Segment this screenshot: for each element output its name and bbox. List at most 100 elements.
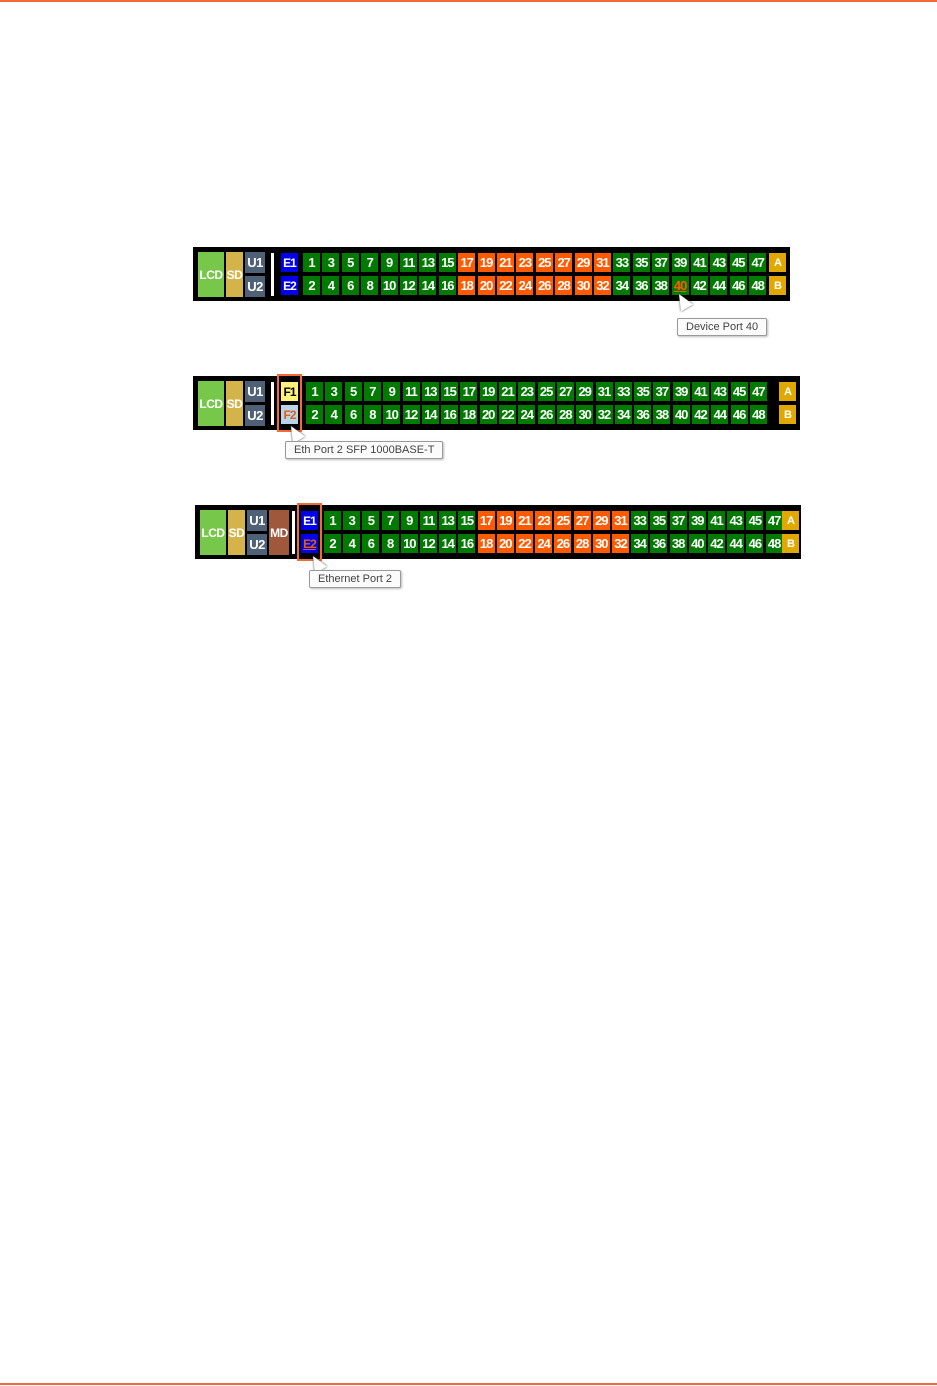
usb-port-u2[interactable]: U2	[245, 405, 265, 426]
device-port-39[interactable]: 39	[688, 511, 706, 530]
modem-indicator[interactable]: MD	[269, 510, 289, 555]
device-port-43[interactable]: 43	[710, 253, 728, 272]
device-port-37[interactable]: 37	[652, 253, 670, 272]
device-port-7[interactable]: 7	[363, 382, 381, 401]
eth-port-top[interactable]: E1	[281, 253, 298, 272]
device-port-35[interactable]: 35	[632, 253, 650, 272]
device-port-48[interactable]: 48	[749, 405, 767, 424]
device-port-4[interactable]: 4	[325, 405, 343, 424]
device-port-10[interactable]: 10	[380, 276, 398, 295]
device-port-31[interactable]: 31	[594, 253, 611, 272]
device-port-14[interactable]: 14	[421, 405, 439, 424]
lcd-indicator[interactable]: LCD	[198, 252, 224, 297]
device-port-33[interactable]: 33	[613, 253, 631, 272]
device-port-29[interactable]: 29	[574, 253, 592, 272]
usb-port-u2[interactable]: U2	[245, 276, 265, 297]
device-port-16[interactable]: 16	[438, 276, 456, 295]
device-port-30[interactable]: 30	[574, 276, 592, 295]
device-port-29[interactable]: 29	[592, 511, 610, 530]
device-port-17[interactable]: 17	[458, 253, 476, 272]
device-port-3[interactable]: 3	[325, 382, 343, 401]
power-supply-b[interactable]: B	[769, 276, 786, 295]
device-port-20[interactable]: 20	[477, 276, 495, 295]
device-port-15[interactable]: 15	[438, 253, 456, 272]
device-port-47[interactable]: 47	[749, 382, 767, 401]
device-port-46[interactable]: 46	[730, 405, 748, 424]
eth-port-top[interactable]: E1	[301, 511, 318, 530]
device-port-6[interactable]: 6	[341, 276, 359, 295]
device-port-2[interactable]: 2	[306, 405, 323, 424]
sd-card-indicator[interactable]: SD	[226, 252, 243, 297]
device-port-45[interactable]: 45	[729, 253, 747, 272]
power-supply-a[interactable]: A	[782, 511, 799, 530]
device-port-38[interactable]: 38	[652, 276, 670, 295]
device-port-31[interactable]: 31	[595, 382, 613, 401]
device-port-7[interactable]: 7	[381, 511, 399, 530]
device-port-23[interactable]: 23	[535, 511, 553, 530]
device-port-21[interactable]: 21	[497, 253, 514, 272]
device-port-33[interactable]: 33	[614, 382, 632, 401]
device-port-42[interactable]: 42	[708, 534, 725, 553]
device-port-38[interactable]: 38	[653, 405, 671, 424]
device-port-20[interactable]: 20	[479, 405, 497, 424]
device-port-26[interactable]: 26	[537, 405, 555, 424]
device-port-43[interactable]: 43	[711, 382, 729, 401]
device-port-34[interactable]: 34	[614, 405, 632, 424]
device-port-17[interactable]: 17	[460, 382, 478, 401]
device-port-11[interactable]: 11	[420, 511, 437, 530]
device-port-7[interactable]: 7	[361, 253, 379, 272]
eth-port-bottom[interactable]: E2	[301, 534, 318, 553]
device-port-27[interactable]: 27	[573, 511, 591, 530]
device-port-19[interactable]: 19	[496, 511, 514, 530]
lcd-indicator[interactable]: LCD	[198, 381, 224, 426]
device-port-5[interactable]: 5	[362, 511, 380, 530]
device-port-4[interactable]: 4	[322, 276, 340, 295]
eth-port-bottom[interactable]: F2	[281, 405, 298, 424]
device-port-19[interactable]: 19	[479, 382, 497, 401]
device-port-32[interactable]: 32	[612, 534, 629, 553]
device-port-1[interactable]: 1	[324, 511, 341, 530]
device-port-40[interactable]: 40	[671, 276, 689, 295]
device-port-15[interactable]: 15	[458, 511, 476, 530]
power-supply-a[interactable]: A	[779, 382, 796, 401]
device-port-9[interactable]: 9	[380, 253, 398, 272]
device-port-42[interactable]: 42	[692, 405, 709, 424]
device-port-10[interactable]: 10	[383, 405, 401, 424]
device-port-44[interactable]: 44	[711, 405, 729, 424]
device-port-17[interactable]: 17	[477, 511, 495, 530]
sd-card-indicator[interactable]: SD	[226, 381, 243, 426]
device-port-13[interactable]: 13	[439, 511, 457, 530]
device-port-28[interactable]: 28	[555, 276, 573, 295]
device-port-36[interactable]: 36	[634, 405, 652, 424]
device-port-35[interactable]: 35	[634, 382, 652, 401]
usb-port-u2[interactable]: U2	[247, 534, 267, 555]
device-port-14[interactable]: 14	[439, 534, 457, 553]
device-port-36[interactable]: 36	[650, 534, 668, 553]
device-port-18[interactable]: 18	[460, 405, 478, 424]
device-port-40[interactable]: 40	[672, 405, 690, 424]
device-port-43[interactable]: 43	[727, 511, 745, 530]
device-port-13[interactable]: 13	[421, 382, 439, 401]
device-port-16[interactable]: 16	[441, 405, 459, 424]
device-port-48[interactable]: 48	[749, 276, 767, 295]
eth-port-bottom[interactable]: E2	[281, 276, 298, 295]
device-port-28[interactable]: 28	[556, 405, 574, 424]
device-port-12[interactable]: 12	[420, 534, 437, 553]
device-port-24[interactable]: 24	[516, 276, 534, 295]
device-port-25[interactable]: 25	[537, 382, 555, 401]
device-port-39[interactable]: 39	[672, 382, 690, 401]
device-port-8[interactable]: 8	[381, 534, 399, 553]
device-port-12[interactable]: 12	[402, 405, 420, 424]
device-port-3[interactable]: 3	[322, 253, 340, 272]
device-port-5[interactable]: 5	[344, 382, 362, 401]
device-port-26[interactable]: 26	[554, 534, 572, 553]
device-port-12[interactable]: 12	[400, 276, 417, 295]
device-port-22[interactable]: 22	[499, 405, 516, 424]
device-port-25[interactable]: 25	[554, 511, 572, 530]
device-port-46[interactable]: 46	[729, 276, 747, 295]
device-port-8[interactable]: 8	[363, 405, 381, 424]
device-port-41[interactable]: 41	[708, 511, 725, 530]
device-port-15[interactable]: 15	[441, 382, 459, 401]
usb-port-u1[interactable]: U1	[245, 381, 265, 402]
device-port-24[interactable]: 24	[535, 534, 553, 553]
